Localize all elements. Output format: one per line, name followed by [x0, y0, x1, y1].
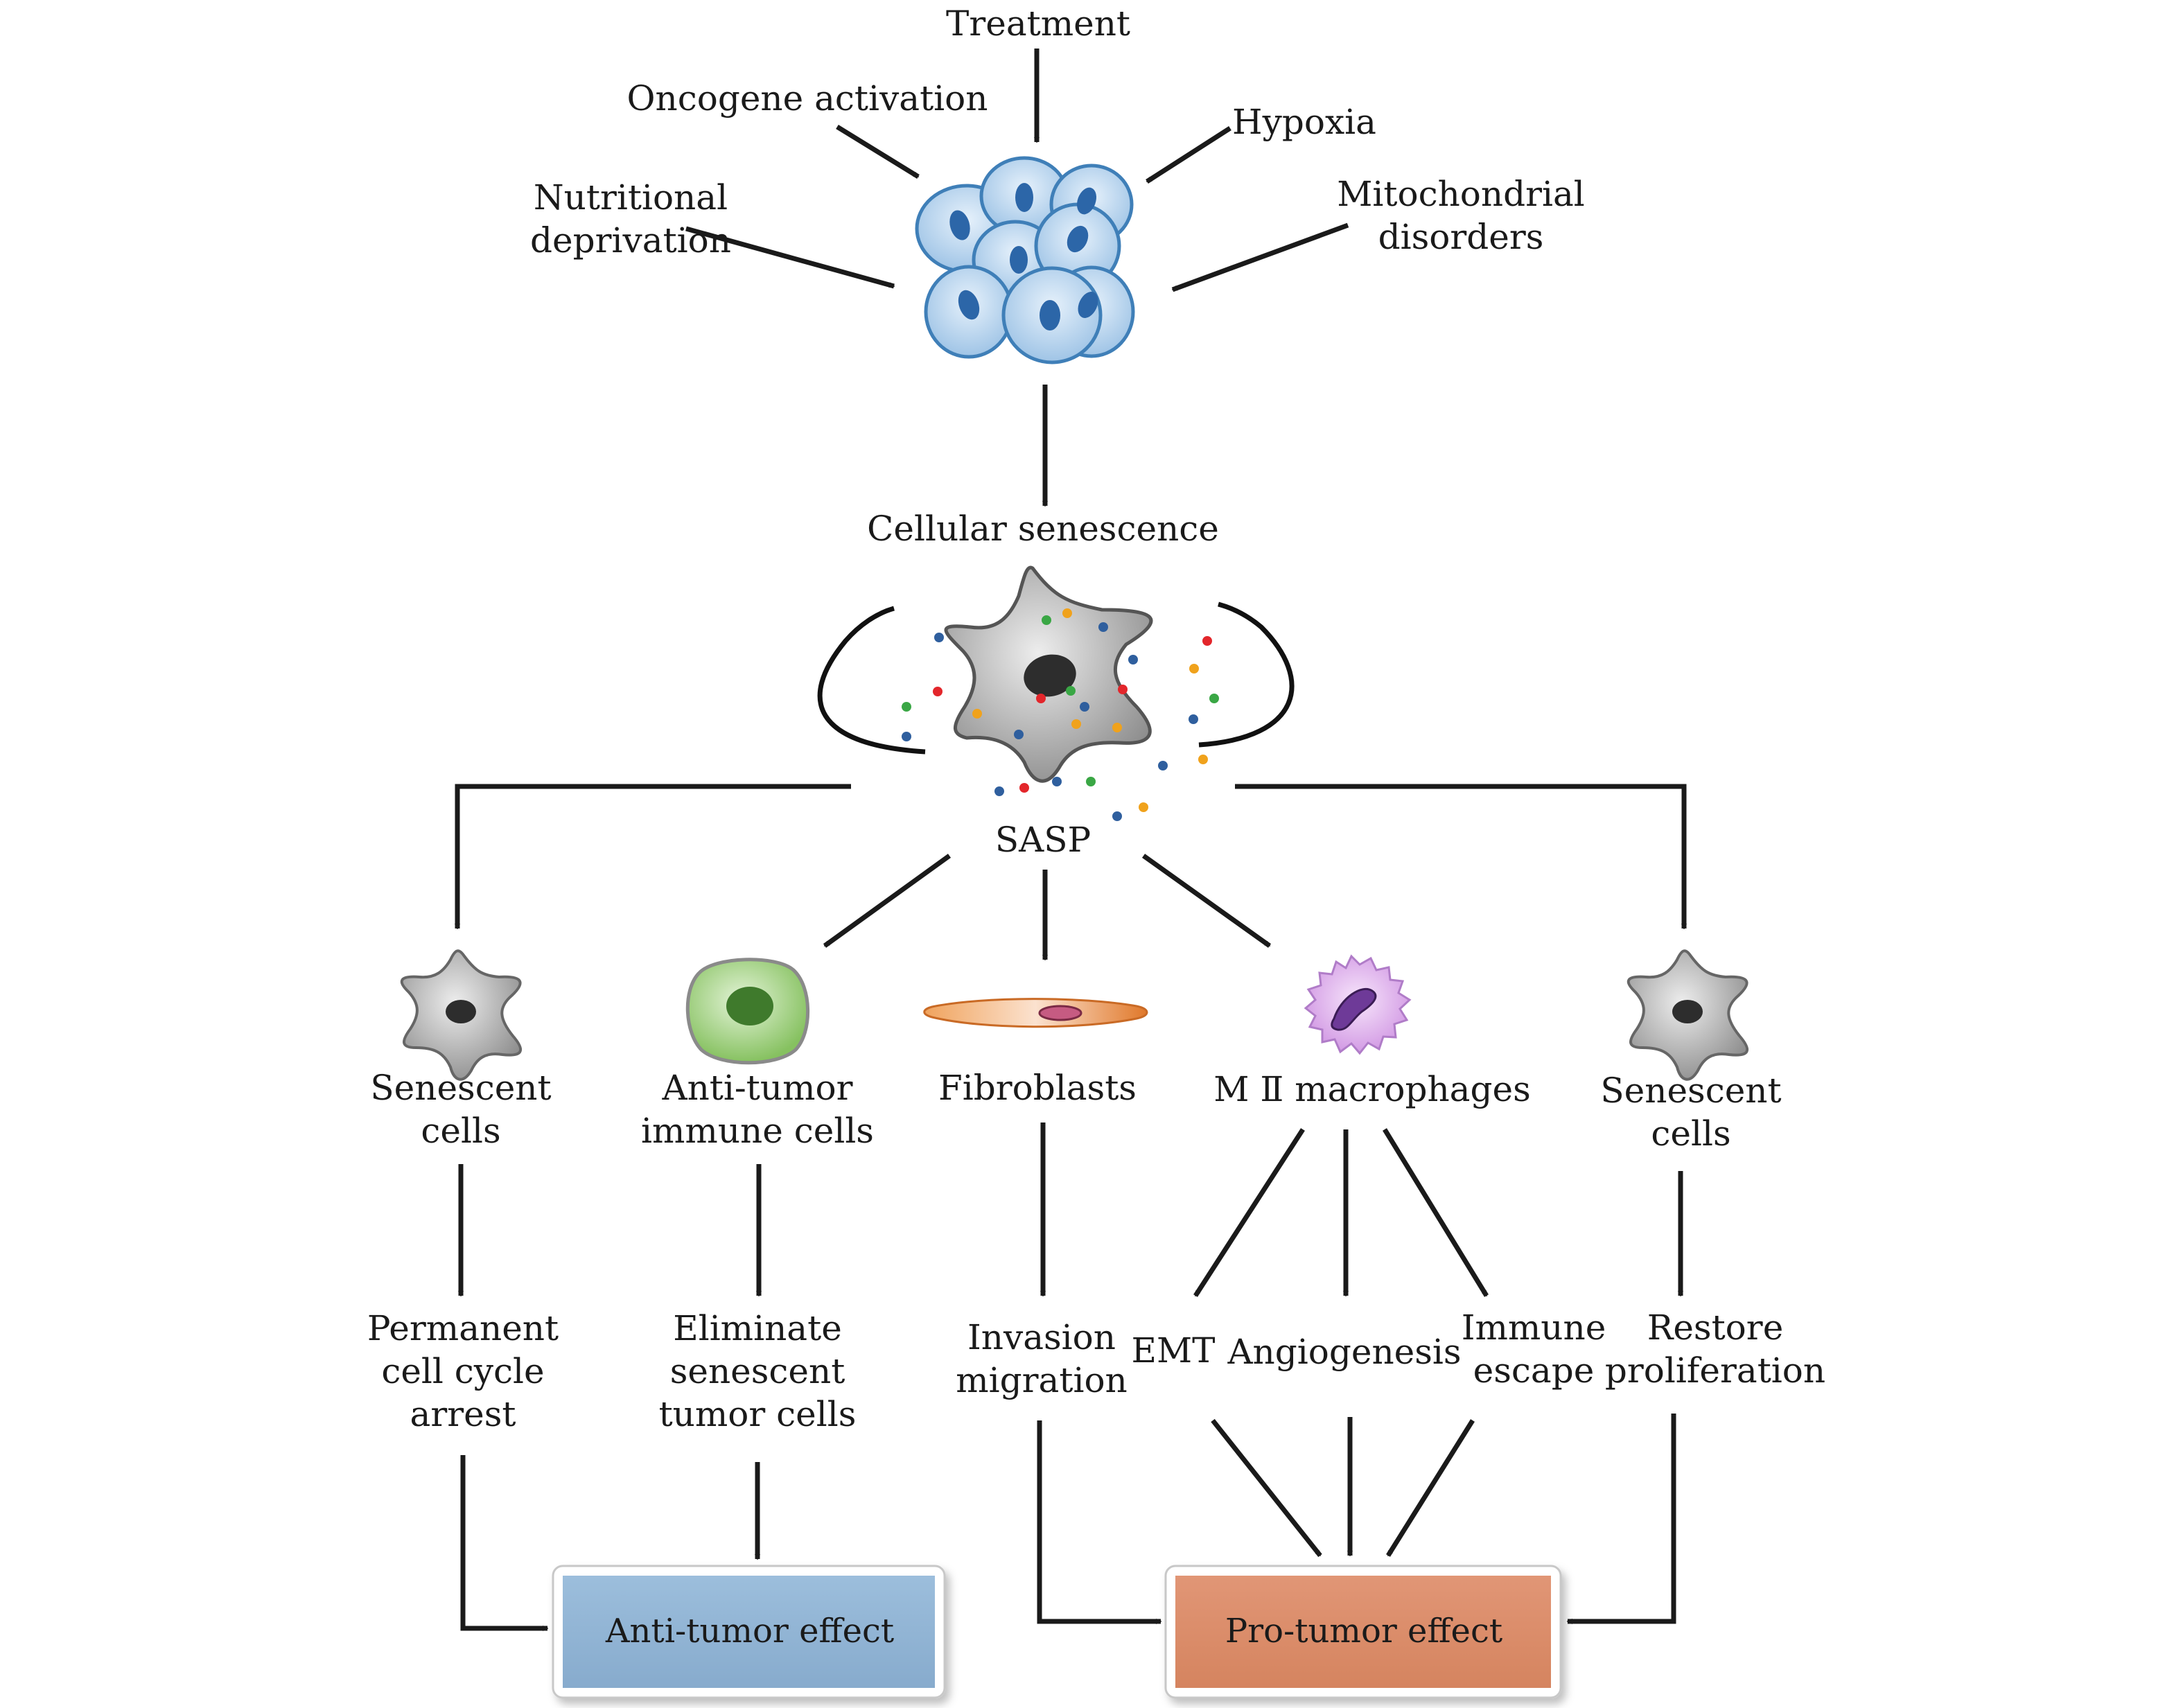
- arrow-hypoxia: [1146, 126, 1231, 184]
- feedback-loop-right: [1198, 601, 1295, 748]
- label-oncogene-activation: Oncogene activation: [626, 78, 988, 118]
- label-anti-tumor-immune-cells: Anti-tumor immune cells: [641, 1068, 874, 1151]
- senescent-cell-icon-right: [1627, 949, 1748, 1081]
- arrow-escape-pro: [1386, 1419, 1475, 1557]
- arrow-branch-left: [457, 784, 851, 928]
- arrow-emt-pro: [1211, 1418, 1322, 1558]
- label-mitochondrial-disorders: Mitochondrial disorders: [1337, 174, 1585, 257]
- label-senescent-cells-left: Senescent cells: [370, 1068, 552, 1151]
- label-nutritional-deprivation: Nutritional deprivation: [530, 177, 731, 261]
- arrow-macrophage-escape: [1383, 1128, 1489, 1297]
- label-angiogenesis: Angiogenesis: [1227, 1332, 1462, 1372]
- tumor-cell-cluster-icon: [915, 156, 1135, 364]
- anti-tumor-box: [552, 1565, 946, 1699]
- fibroblast-icon: [923, 998, 1148, 1028]
- label-sasp: SASP: [994, 820, 1092, 860]
- label-immune-escape: Immune escape: [1461, 1308, 1606, 1391]
- label-permanent-cell-cycle-arrest: Permanent cell cycle arrest: [367, 1308, 559, 1434]
- arrow-branch-right: [1235, 784, 1684, 928]
- label-emt: EMT: [1131, 1330, 1216, 1371]
- label-fibroblasts: Fibroblasts: [938, 1068, 1137, 1108]
- senescent-cell-icon: [400, 949, 522, 1081]
- pro-tumor-box: [1164, 1565, 1562, 1699]
- arrow-mitochondrial: [1171, 222, 1349, 292]
- inducer-arrows: [685, 49, 1349, 292]
- label-eliminate-senescent-tumor-cells: Eliminate senescent tumor cells: [658, 1308, 857, 1434]
- senescent-nucleus: [1024, 654, 1076, 697]
- label-cellular-senescence: Cellular senescence: [867, 509, 1219, 549]
- feedback-loop-left: [817, 606, 926, 755]
- arrow-macrophage-emt: [1193, 1128, 1305, 1297]
- arrow-nutritional: [685, 226, 894, 289]
- arrow-sasp-macrophage: [1141, 854, 1272, 948]
- outcome-arrows: [461, 1122, 1681, 1628]
- arrow-invasion-pro: [1037, 1420, 1161, 1621]
- label-hypoxia: Hypoxia: [1232, 102, 1376, 142]
- sasp-dots: [902, 608, 1219, 821]
- label-treatment: Treatment: [945, 3, 1131, 44]
- arrow-restore-pro: [1568, 1414, 1676, 1621]
- immune-cell-icon: [685, 958, 810, 1065]
- macrophage-icon: [1304, 954, 1412, 1055]
- label-anti-tumor-effect: Anti-tumor effect: [605, 1612, 895, 1650]
- label-pro-tumor-effect: Pro-tumor effect: [1225, 1612, 1503, 1650]
- label-senescent-cells-right: Senescent cells: [1600, 1071, 1782, 1154]
- arrow-arrest-anti: [460, 1455, 547, 1628]
- branch-arrows: [457, 784, 1684, 960]
- label-m2-macrophages: M Ⅱ macrophages: [1213, 1069, 1531, 1109]
- arrow-oncogene: [836, 125, 920, 179]
- label-restore-proliferation: Restore proliferation: [1604, 1308, 1826, 1391]
- label-invasion-migration: Invasion migration: [956, 1317, 1128, 1400]
- arrow-sasp-immune: [823, 854, 952, 948]
